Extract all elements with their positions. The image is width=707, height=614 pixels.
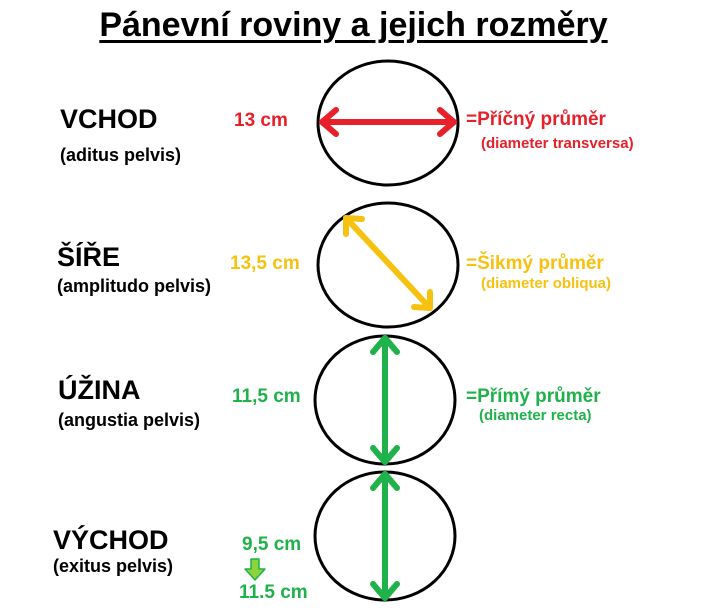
diameter-latin-uzina: (diameter recta) [479,407,592,424]
measure-uzina: 11,5 cm [232,386,301,407]
circle-sire [316,201,460,329]
measure-vychod-extended: 11.5 cm [239,582,308,603]
diameter-name-sire: =Šikmý průměr [466,253,604,274]
measure-sire: 13,5 cm [230,253,300,274]
diameter-latin-vchod: (diameter transversa) [481,135,634,152]
arrow-transverse-red [319,107,457,137]
diameter-latin-sire: (diameter obliqua) [481,275,612,292]
plane-latin-sire: (amplitudo pelvis) [57,276,212,296]
arrow-down-icon [244,558,266,581]
plane-name-vychod: VÝCHOD [53,525,169,555]
measure-vychod: 9,5 cm [242,534,302,555]
plane-name-sire: ŠÍŘE [57,242,121,272]
arrow-oblique-yellow [343,215,433,311]
arrow-recta-green [370,335,400,465]
diameter-name-uzina: =Přímý průměr [466,386,601,407]
measure-vchod: 13 cm [234,110,288,131]
plane-name-uzina: ÚŽINA [58,375,141,405]
circle-vchod [316,59,460,187]
diagram-title: Pánevní roviny a jejich rozměry [99,6,608,44]
diameter-name-vchod: =Příčný průměr [466,109,606,130]
plane-name-vchod: VCHOD [60,104,158,134]
arrow-exit-green [370,471,400,601]
plane-latin-uzina: (angustia pelvis) [58,410,201,430]
plane-latin-vychod: (exitus pelvis) [53,556,174,576]
plane-latin-vchod: (aditus pelvis) [60,145,182,165]
